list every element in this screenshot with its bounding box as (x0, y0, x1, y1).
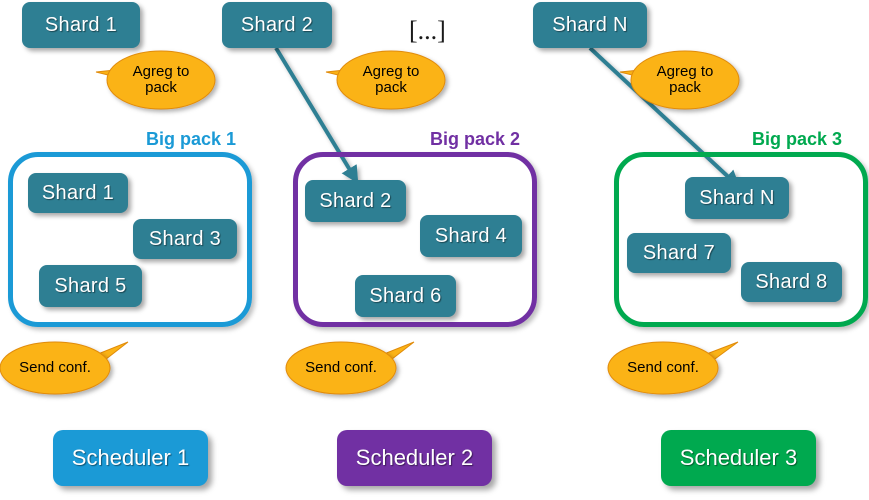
pack-2-shard-4[interactable]: Shard 4 (420, 215, 522, 257)
pack-2-label: Big pack 2 (430, 129, 521, 149)
pack-2-shard-2-label: Shard 2 (319, 190, 392, 212)
source-shard-n[interactable]: Shard N (533, 2, 647, 48)
big-pack-3[interactable] (614, 152, 868, 327)
arrow-shard2-to-pack2 (274, 46, 359, 184)
pack-3-shard-7-label: Shard 7 (642, 242, 716, 264)
callout-send-conf-2: Send conf. (285, 340, 416, 400)
pack-2-shard-6-label: Shard 6 (369, 285, 442, 307)
callout-bubble-2 (336, 50, 446, 110)
arrow-shardn-to-pack3 (588, 46, 741, 188)
source-shard-n-label: Shard N (552, 14, 628, 36)
pack-3-shard-7[interactable]: Shard 7 (627, 233, 731, 273)
callout-send-conf-1: Send conf. (0, 340, 130, 400)
callout-agreg-1: Agreg to pack (95, 50, 216, 110)
callout-bubble-1 (106, 50, 216, 110)
pack-1-shard-5[interactable]: Shard 5 (39, 265, 142, 307)
pack-1-shard-1[interactable]: Shard 1 (28, 173, 128, 213)
scheduler-1[interactable]: Scheduler 1 (53, 430, 208, 486)
scheduler-3[interactable]: Scheduler 3 (661, 430, 816, 486)
ellipsis-text: [...] (409, 16, 446, 45)
pack-3-shard-8-label: Shard 8 (755, 271, 828, 293)
big-pack-2[interactable] (293, 152, 537, 327)
callout-bubble-3 (630, 50, 740, 110)
source-shard-1[interactable]: Shard 1 (22, 2, 140, 48)
source-shard-1-label: Shard 1 (44, 14, 118, 36)
callout-agreg-2: Agreg to pack (325, 50, 446, 110)
pack-3-shard-n[interactable]: Shard N (685, 177, 789, 219)
pack-1-label: Big pack 1 (146, 129, 237, 149)
source-shard-2[interactable]: Shard 2 (222, 2, 332, 48)
scheduler-2[interactable]: Scheduler 2 (337, 430, 492, 486)
callout-bubble-send-2 (285, 341, 397, 395)
callout-send-conf-3: Send conf. (607, 340, 739, 400)
pack-1-shard-5-label: Shard 5 (54, 275, 127, 297)
pack-3-shard-n-label: Shard N (699, 187, 775, 209)
pack-2-shard-4-label: Shard 4 (434, 225, 508, 247)
scheduler-3-label: Scheduler 3 (679, 445, 798, 470)
source-shard-2-label: Shard 2 (240, 14, 314, 36)
pack-2-shard-6[interactable]: Shard 6 (355, 275, 456, 317)
pack-1-shard-1-label: Shard 1 (41, 182, 115, 204)
callout-agreg-3: Agreg to pack (619, 50, 740, 110)
big-pack-1[interactable] (8, 152, 252, 327)
pack-2-shard-2[interactable]: Shard 2 (305, 180, 406, 222)
callout-bubble-send-3 (607, 341, 719, 395)
pack-1-shard-3-label: Shard 3 (148, 228, 222, 250)
pack-3-label: Big pack 3 (752, 129, 843, 149)
scheduler-2-label: Scheduler 2 (355, 445, 474, 470)
callout-bubble-send-1 (0, 341, 111, 395)
pack-3-shard-8[interactable]: Shard 8 (741, 262, 842, 302)
scheduler-1-label: Scheduler 1 (71, 445, 190, 470)
pack-1-shard-3[interactable]: Shard 3 (133, 219, 237, 259)
